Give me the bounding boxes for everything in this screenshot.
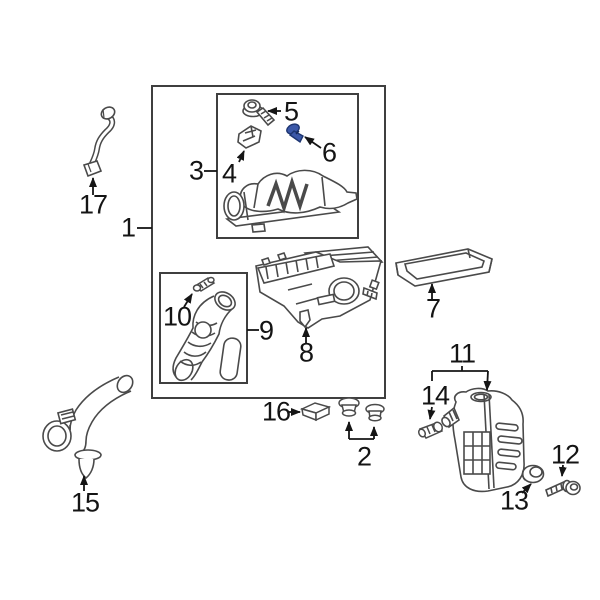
callout-10[interactable]: 10 [162, 301, 192, 332]
part-4-clip-nut[interactable] [237, 125, 262, 149]
bracket-11-arrow [483, 370, 492, 391]
part-12-bolt[interactable] [545, 479, 581, 498]
part-17-tube[interactable] [82, 105, 117, 178]
leader-arrow-4 [236, 150, 245, 163]
part-11-resonator[interactable] [440, 387, 525, 493]
part-16-spacer[interactable] [299, 402, 332, 422]
group-box-9 [159, 272, 248, 384]
callout-1[interactable]: 1 [120, 212, 136, 243]
leader-arrow-12 [558, 464, 567, 477]
callout-9[interactable]: 9 [258, 315, 274, 346]
callout-3[interactable]: 3 [188, 155, 204, 186]
part-15-hose[interactable] [42, 373, 136, 480]
part-14-fitting[interactable] [417, 421, 444, 439]
callout-2[interactable]: 2 [356, 441, 372, 472]
part-5-bolt[interactable] [242, 99, 276, 127]
leader-arrow-6 [304, 136, 322, 149]
callout-4[interactable]: 4 [221, 158, 237, 189]
part-2-grommets[interactable] [338, 397, 385, 422]
part-7-filter-element[interactable] [395, 248, 493, 287]
callout-6[interactable]: 6 [321, 137, 337, 168]
callout-14[interactable]: 14 [420, 380, 450, 411]
part-9-intake-duct[interactable] [172, 288, 242, 383]
part-10-fitting[interactable] [192, 276, 216, 292]
callout-12[interactable]: 12 [550, 439, 580, 470]
part-8-housing[interactable] [255, 246, 384, 329]
leader-lines [80, 107, 567, 494]
callout-8[interactable]: 8 [298, 337, 314, 368]
callout-15[interactable]: 15 [70, 487, 100, 518]
callout-11[interactable]: 11 [448, 338, 476, 369]
leader-arrow-10 [183, 293, 193, 308]
callout-5[interactable]: 5 [283, 96, 299, 127]
part-13-grommet[interactable] [521, 464, 545, 484]
group-box-1 [151, 85, 386, 399]
part-6-clip-highlighted[interactable] [285, 122, 304, 144]
callout-13[interactable]: 13 [499, 485, 529, 516]
callout-17[interactable]: 17 [78, 189, 108, 220]
bracket-11 [431, 366, 488, 381]
group-box-3 [216, 93, 359, 239]
leader-arrow-14 [427, 406, 436, 420]
leader-arrow-13 [521, 483, 532, 494]
part-3-air-cleaner-cover[interactable] [223, 169, 358, 233]
callout-16[interactable]: 16 [261, 396, 291, 427]
callout-7[interactable]: 7 [425, 293, 441, 324]
